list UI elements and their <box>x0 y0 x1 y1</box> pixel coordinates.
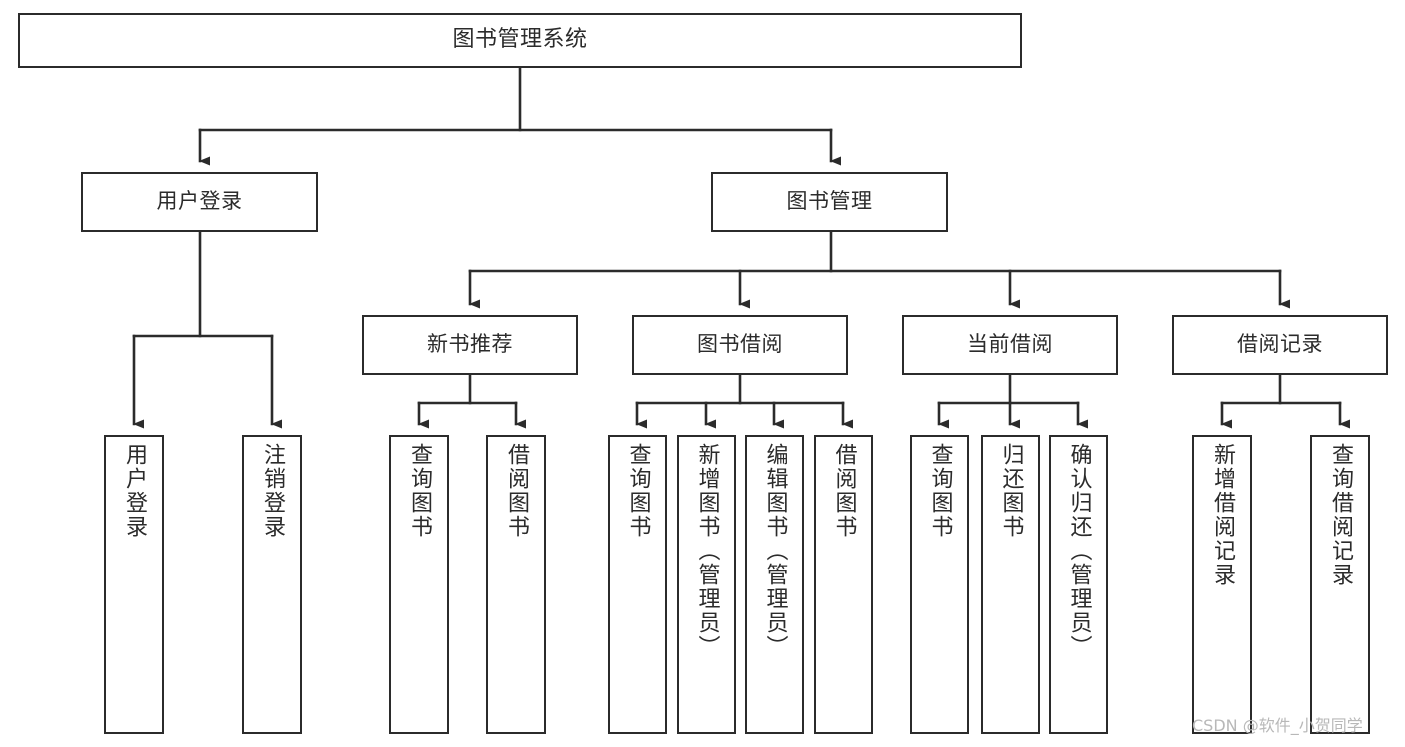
node-label: 借阅图书 <box>831 443 857 539</box>
node-leaf-edit-book-admin[interactable]: 编辑图书（管理员） <box>745 435 804 734</box>
node-leaf-add-book-admin[interactable]: 新增图书（管理员） <box>677 435 736 734</box>
node-root-system[interactable]: 图书管理系统 <box>18 13 1022 68</box>
node-leaf-query-borrow-record[interactable]: 查询借阅记录 <box>1310 435 1370 734</box>
node-label: 用户登录 <box>122 443 147 539</box>
node-label: 查询图书 <box>927 443 953 539</box>
node-label: 归还图书 <box>998 443 1024 539</box>
node-leaf-borrow-book[interactable]: 借阅图书 <box>814 435 873 734</box>
node-leaf-confirm-return-admin[interactable]: 确认归还（管理员） <box>1049 435 1108 734</box>
node-label: 查询图书 <box>625 443 651 539</box>
node-label: 图书管理 <box>786 189 873 214</box>
node-book-borrow[interactable]: 图书借阅 <box>632 315 848 375</box>
node-label: 查询借阅记录 <box>1328 443 1353 587</box>
node-leaf-query-book-recommend[interactable]: 查询图书 <box>389 435 449 734</box>
node-label: 查询图书 <box>407 443 432 539</box>
node-book-manage[interactable]: 图书管理 <box>711 172 948 232</box>
node-leaf-logout[interactable]: 注销登录 <box>242 435 302 734</box>
node-label: 新增借阅记录 <box>1210 443 1235 587</box>
node-label: 图书借阅 <box>697 332 783 357</box>
node-user-login[interactable]: 用户登录 <box>81 172 318 232</box>
node-label: 编辑图书（管理员） <box>762 443 788 659</box>
node-label: 借阅记录 <box>1237 332 1323 357</box>
node-label: 新书推荐 <box>427 332 513 357</box>
csdn-watermark: CSDN @软件_小贺同学 <box>1192 716 1363 735</box>
node-label: 确认归还（管理员） <box>1066 443 1092 659</box>
node-label: 借阅图书 <box>504 443 529 539</box>
node-leaf-borrow-book-recommend[interactable]: 借阅图书 <box>486 435 546 734</box>
node-new-book-recommend[interactable]: 新书推荐 <box>362 315 578 375</box>
node-label: 图书管理系统 <box>452 27 588 53</box>
node-label: 注销登录 <box>260 443 285 539</box>
node-leaf-add-borrow-record[interactable]: 新增借阅记录 <box>1192 435 1252 734</box>
node-current-borrow[interactable]: 当前借阅 <box>902 315 1118 375</box>
node-label: 用户登录 <box>156 189 243 214</box>
node-leaf-user-login[interactable]: 用户登录 <box>104 435 164 734</box>
node-borrow-record[interactable]: 借阅记录 <box>1172 315 1388 375</box>
node-label: 当前借阅 <box>967 332 1053 357</box>
node-leaf-query-book-current[interactable]: 查询图书 <box>910 435 969 734</box>
node-label: 新增图书（管理员） <box>694 443 720 659</box>
node-leaf-query-book-borrow[interactable]: 查询图书 <box>608 435 667 734</box>
node-leaf-return-book[interactable]: 归还图书 <box>981 435 1040 734</box>
